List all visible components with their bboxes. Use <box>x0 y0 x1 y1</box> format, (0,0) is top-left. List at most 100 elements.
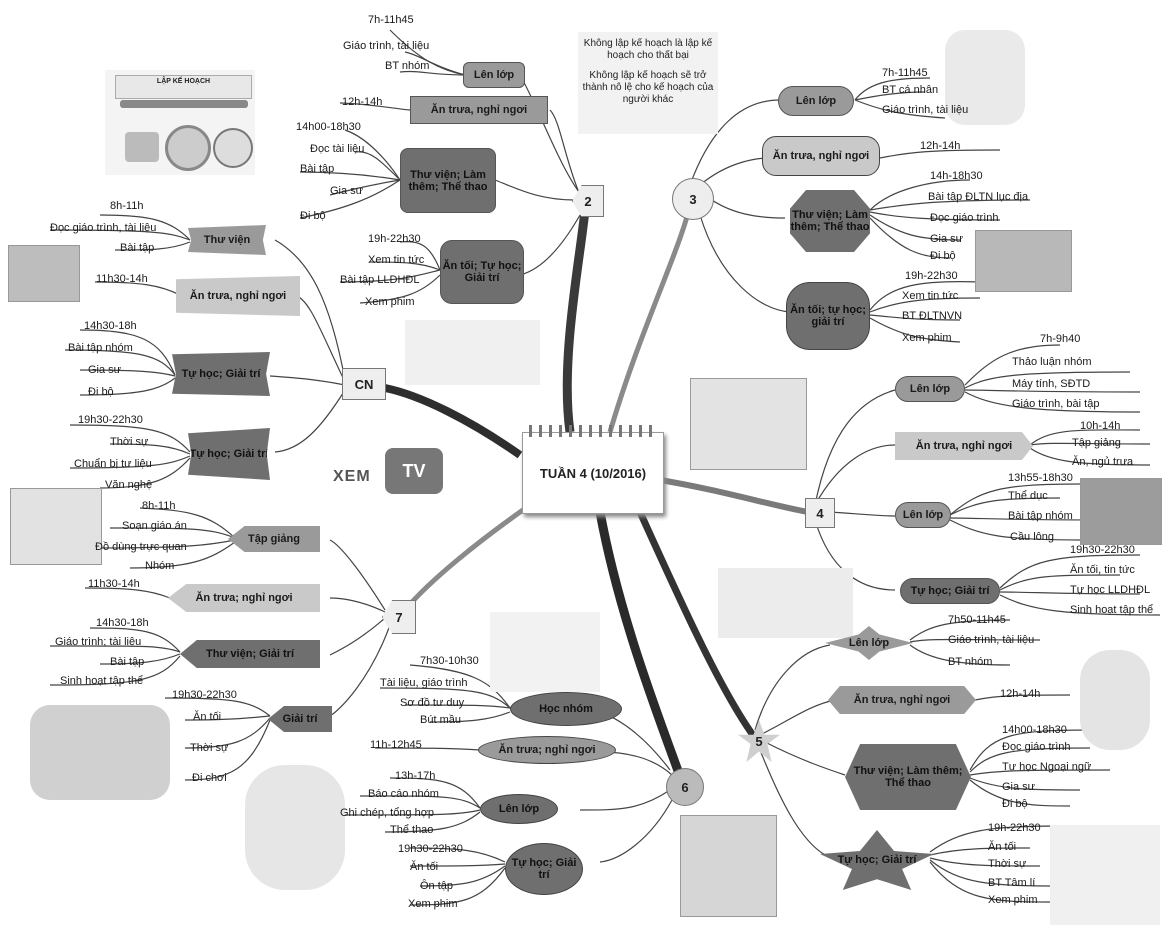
girl-headphones-illustration <box>245 765 345 890</box>
mon-lenlop-node: Lên lớp <box>463 62 525 88</box>
tv-label: TV <box>402 460 426 481</box>
wed-antrua-item: Ăn, ngủ trưa <box>1072 456 1134 468</box>
fri-tuhoc-node: Tự học; Giải trí <box>505 843 583 895</box>
calendar-pencil-photo <box>690 378 807 470</box>
friends-illustration <box>30 705 170 800</box>
thu-thuvien-item: Đọc giáo trình <box>1002 741 1071 753</box>
sat-tapgiang-time: 8h-11h <box>142 500 176 512</box>
day-node-cn: CN <box>342 368 386 400</box>
wed-lenlop-item: Máy tính, SĐTD <box>1012 378 1091 390</box>
sat-antrua-time: 11h30-14h <box>88 578 140 590</box>
wed-lenlop2-item: Bài tập nhóm <box>1008 510 1073 522</box>
sun-tuhoc2-node: Tự học; Giải trí <box>188 428 270 480</box>
mon-lenlop-item: Giáo trình, tài liệu <box>343 40 430 52</box>
thu-tuhoc-item: Thời sự <box>988 858 1027 870</box>
tue-antrua-time: 12h-14h <box>920 140 961 152</box>
sat-thuvien-item: Giáo trình; tài liệu <box>55 636 142 648</box>
sat-thuvien-item: Sinh hoạt tập thể <box>60 675 144 687</box>
sat-giaitri-item: Ăn tối <box>193 711 222 723</box>
mon-antoi-item: Xem phim <box>365 296 415 308</box>
mon-antrua-node: Ăn trưa, nghỉ ngơi <box>410 96 548 124</box>
fri-hocnhom-node: Học nhóm <box>510 692 622 726</box>
mon-lenlop-time: 7h-11h45 <box>368 14 414 26</box>
tue-thuvien-item: Đọc giáo trình <box>930 212 999 224</box>
day-node-6: 6 <box>666 768 704 806</box>
thu-thuvien-item: Đi bộ <box>1002 798 1028 810</box>
pie-chart-icon <box>213 128 253 168</box>
sun-tuhoc2-item: Thời sự <box>110 436 149 448</box>
sun-antrua-time: 11h30-14h <box>96 273 148 285</box>
mon-thuvien-item: Bài tập <box>300 163 335 175</box>
reading-boy-illustration <box>1080 650 1150 750</box>
timeline-bar <box>120 100 248 108</box>
mon-antrua-time: 12h-14h <box>342 96 383 108</box>
sun-thuvien-node: Thư viện <box>188 225 266 255</box>
tue-antoi-time: 19h-22h30 <box>905 270 958 282</box>
mon-thuvien-item: Đi bộ <box>300 210 326 222</box>
mon-thuvien-time: 14h00-18h30 <box>296 121 361 133</box>
fri-antrua-time: 11h-12h45 <box>370 739 422 751</box>
sun-tuhoc-time: 14h30-18h <box>84 320 137 332</box>
thu-tuhoc-item: Ăn tối <box>988 841 1017 853</box>
clock-icon <box>165 125 211 171</box>
thu-thuvien-item: Gia sư <box>1002 781 1036 793</box>
wed-tuhoc-time: 19h30-22h30 <box>1070 544 1135 556</box>
book-icon <box>125 132 159 162</box>
tue-thuvien-node: Thư viện; Làm thêm; Thể thao <box>790 190 870 252</box>
lunch-box-photo <box>8 245 80 302</box>
thu-lenlop-item: Giáo trình, tài liệu <box>948 634 1035 646</box>
mon-thuvien-item: Gia sư <box>330 185 364 197</box>
tue-lenlop-node: Lên lớp <box>778 86 854 116</box>
tue-thuvien-item: Gia sư <box>930 233 964 245</box>
wed-antrua-node: Ăn trưa, nghỉ ngơi <box>895 432 1033 460</box>
wed-lenlop-node: Lên lớp <box>895 376 965 402</box>
tue-lenlop-item: BT cá nhân <box>882 84 939 96</box>
sun-tuhoc-item: Đi bộ <box>88 386 114 398</box>
sun-tuhoc2-item: Văn nghệ <box>105 479 153 491</box>
sat-tapgiang-item: Soạn giáo án <box>122 520 187 532</box>
thu-thuvien-item: Tự học Ngoại ngữ <box>1002 761 1092 773</box>
thu-thuvien-node: Thư viện; Làm thêm; Thể thao <box>845 744 971 810</box>
fri-tuhoc-item: Ôn tập <box>420 880 454 892</box>
mon-antoi-item: Xem tin tức <box>368 254 425 266</box>
sun-tuhoc-item: Gia sư <box>88 364 122 376</box>
wed-lenlop2-item: Thể dục <box>1008 490 1048 502</box>
tue-antoi-node: Ăn tối; tự học; giải trí <box>786 282 870 350</box>
sat-giaitri-time: 19h30-22h30 <box>172 689 237 701</box>
thu-lenlop-item: BT nhóm <box>948 656 993 668</box>
wed-lenlop-item: Giáo trình, bài tập <box>1012 398 1100 410</box>
classroom-illustration <box>10 488 102 565</box>
day-node-3: 3 <box>672 178 714 220</box>
fri-hocnhom-time: 7h30-10h30 <box>420 655 479 667</box>
wed-lenlop2-item: Cầu lông <box>1010 531 1055 543</box>
tue-antoi-item: Xem phim <box>902 332 952 344</box>
sat-tapgiang-node: Tập giảng <box>228 526 320 552</box>
xem-label: XEM <box>333 468 371 485</box>
sat-giaitri-item: Thời sự <box>190 742 229 754</box>
tue-thuvien-time: 14h-18h30 <box>930 170 983 182</box>
fri-lenlop-time: 13h-17h <box>395 770 436 782</box>
sun-antrua-node: Ăn trưa, nghỉ ngơi <box>176 276 300 316</box>
tue-antoi-item: BT ĐLTNVN <box>902 310 963 322</box>
student-writing-illustration <box>1050 825 1160 925</box>
sat-thuvien-item: Bài tập <box>110 656 145 668</box>
wed-tuhoc-item: Sinh hoạt tập thể <box>1070 604 1154 616</box>
wed-lenlop-item: Thảo luận nhóm <box>1012 356 1092 368</box>
fri-hocnhom-item: Bút mầu <box>420 714 461 726</box>
fri-tuhoc-time: 19h30-22h30 <box>398 843 463 855</box>
sun-thuvien-item: Bài tập <box>120 242 155 254</box>
fri-hocnhom-item: Tài liệu, giáo trình <box>380 677 468 689</box>
fri-lenlop-item: Báo cáo nhóm <box>368 788 439 800</box>
central-topic: TUẦN 4 (10/2016) <box>522 425 664 514</box>
runner-photo <box>975 230 1072 292</box>
tue-antoi-item: Xem tin tức <box>902 290 959 302</box>
sun-tuhoc-item: Bài tập nhóm <box>68 342 133 354</box>
fri-antrua-node: Ăn trưa; nghỉ ngơi <box>478 736 616 764</box>
sun-tuhoc2-item: Chuẩn bị tư liệu <box>74 458 152 470</box>
thu-lenlop-time: 7h50-11h45 <box>948 614 1006 626</box>
sat-antrua-node: Ăn trưa; nghỉ ngơi <box>168 584 320 612</box>
sat-tapgiang-item: Đồ dùng trực quan <box>95 541 187 553</box>
sat-tapgiang-item: Nhóm <box>145 560 175 572</box>
fri-lenlop-item: Ghi chép, tổng hợp <box>340 807 435 819</box>
